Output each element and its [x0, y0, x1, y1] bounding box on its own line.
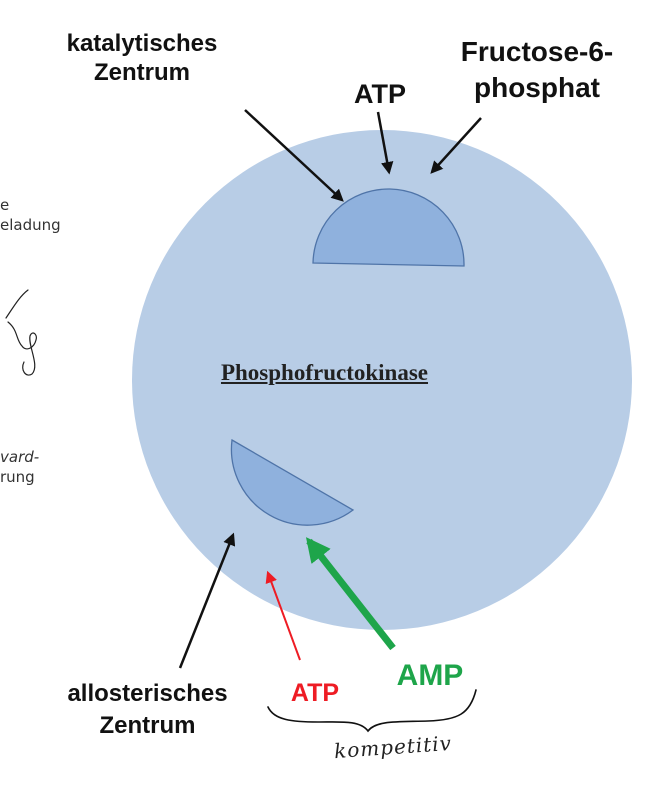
- left-text-fragment-2: vard- rung: [0, 448, 39, 487]
- catalytic-center-line2: Zentrum: [94, 58, 190, 86]
- f6p-line1: Fructose-6-: [460, 36, 614, 67]
- f6p-line2: phosphat: [474, 72, 600, 104]
- arrow-amp-activator: [305, 537, 396, 651]
- left-text-fragment-1: e eladung: [0, 196, 61, 235]
- left-fragment-2-line2: rung: [0, 467, 35, 486]
- allosteric-site: [230, 438, 355, 526]
- arrow-catalytic-center: [244, 109, 344, 202]
- arrow-fructose-6-phosphat: [430, 117, 482, 174]
- catalytic-center-label: katalytisches Zentrum: [42, 30, 242, 88]
- left-fragment-1-line1: e: [0, 196, 10, 214]
- atp-inhibitor-label: ATP: [290, 679, 340, 707]
- fructose-6-phosphat-label: Fructose-6- phosphat: [432, 34, 642, 107]
- catalytic-site: [312, 188, 465, 267]
- enzyme-name: Phosphofructokinase: [220, 360, 429, 385]
- handwritten-brace: [267, 689, 477, 733]
- arrow-allosteric-center: [178, 532, 236, 669]
- arrow-atp-inhibitor: [265, 570, 301, 661]
- allosteric-center-line2: Zentrum: [99, 712, 196, 740]
- arrow-atp-top: [376, 111, 394, 175]
- left-fragment-2-line1: vard-: [0, 448, 40, 466]
- handwritten-scribble: [5, 289, 37, 376]
- allosteric-center-label: allosterisches Zentrum: [40, 678, 255, 743]
- atp-substrate-label: ATP: [354, 79, 406, 109]
- amp-activator-label: AMP: [396, 659, 464, 692]
- left-fragment-1-line2: eladung: [0, 215, 61, 234]
- catalytic-center-line1: katalytisches: [66, 30, 218, 57]
- allosteric-center-line1: allosterisches: [67, 680, 228, 707]
